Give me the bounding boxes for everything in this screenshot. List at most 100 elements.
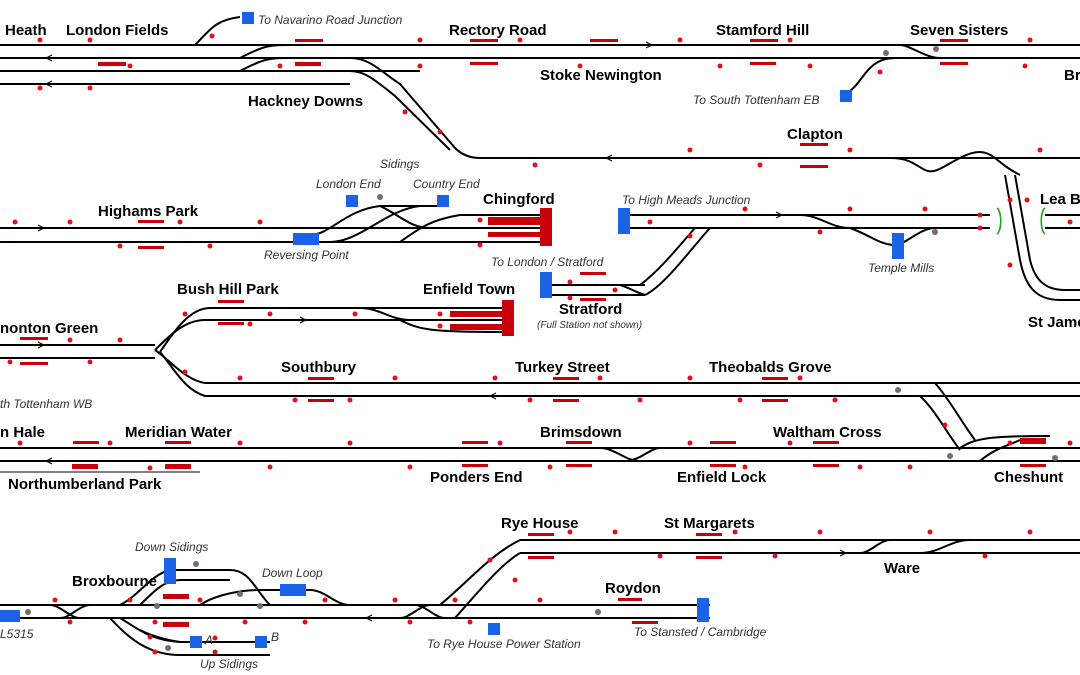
block-marker (293, 233, 319, 245)
platform (165, 441, 191, 444)
row-hackney-tracks (0, 16, 1080, 176)
block-marker (488, 623, 500, 635)
note-sidings: Sidings (380, 157, 419, 171)
block-marker (255, 636, 267, 648)
platform (163, 594, 189, 599)
station-meridian-water: Meridian Water (125, 424, 232, 441)
platform (488, 232, 540, 237)
platform (762, 399, 788, 402)
platform (750, 39, 778, 42)
platform (462, 464, 488, 467)
station-lea-bridge: Lea B (1040, 191, 1080, 208)
station-bush-hill-park: Bush Hill Park (177, 281, 279, 298)
station-chingford: Chingford (483, 191, 555, 208)
platforms (20, 39, 1046, 627)
block-marker (242, 12, 254, 24)
station-southbury: Southbury (281, 359, 357, 376)
platform (580, 298, 606, 301)
platform (72, 464, 98, 469)
station-st-james: St James (1028, 314, 1080, 331)
station-edmonton-green: nonton Green (0, 320, 98, 337)
block-marker (540, 272, 552, 298)
platform (20, 337, 48, 340)
block-marker (437, 195, 449, 207)
note-up-sidings: Up Sidings (200, 657, 258, 671)
platform (762, 377, 788, 380)
block-marker (346, 195, 358, 207)
platform (450, 311, 502, 317)
note-south-tottenham-eb: To South Tottenham EB (693, 93, 820, 107)
station-br: Br (1064, 67, 1080, 84)
station-stamford-hill: Stamford Hill (716, 22, 809, 39)
platform (528, 533, 554, 536)
station-clapton: Clapton (787, 126, 843, 143)
station-broxbourne: Broxbourne (72, 573, 157, 590)
station-stoke-newington: Stoke Newington (540, 67, 662, 84)
platform (632, 621, 658, 624)
block-marker (840, 90, 852, 102)
platform (20, 362, 48, 365)
block-marker (190, 636, 202, 648)
platform (528, 556, 554, 559)
platform (696, 533, 722, 536)
platform (553, 377, 579, 380)
platform (138, 220, 164, 223)
platform (163, 622, 189, 627)
platform (540, 208, 552, 246)
note-down-sidings: Down Sidings (135, 540, 208, 554)
station-rye-house: Rye House (501, 515, 579, 532)
note-full-station: (Full Station not shown) (537, 320, 642, 331)
station-st-margarets: St Margarets (664, 515, 755, 532)
platform (696, 556, 722, 559)
platform (98, 62, 126, 66)
note-reversing-point: Reversing Point (264, 248, 349, 262)
note-down-loop: Down Loop (262, 566, 323, 580)
station-enfield-lock: Enfield Lock (677, 469, 767, 486)
direction-arrows (37, 41, 848, 622)
platform (308, 377, 334, 380)
note-rye-house-ps: To Rye House Power Station (427, 637, 581, 651)
platform (1020, 438, 1046, 444)
station-labels: Heath London Fields Rectory Road Stamfor… (0, 22, 1080, 597)
station-rectory-road: Rectory Road (449, 22, 547, 39)
station-enfield-town: Enfield Town (423, 281, 515, 298)
platform (218, 322, 244, 325)
note-south-tottenham-wb: th Tottenham WB (0, 397, 92, 411)
platform (462, 441, 488, 444)
block-marker (164, 558, 176, 584)
block-marker (280, 584, 306, 596)
station-ware: Ware (884, 560, 920, 577)
platform (813, 441, 839, 444)
platform (800, 165, 828, 168)
platform (750, 62, 776, 65)
note-stansted: To Stansted / Cambridge (634, 625, 767, 639)
row-chingford-tracks (0, 174, 1080, 301)
signals (7, 33, 1073, 655)
annotation-labels: To Navarino Road Junction To South Totte… (0, 13, 934, 671)
block-marker (618, 208, 630, 234)
note-siding-b: B (271, 630, 279, 644)
platform (580, 272, 606, 275)
platform (450, 324, 502, 330)
platform (940, 39, 968, 42)
station-ponders-end: Ponders End (430, 469, 523, 486)
note-to-london-stratford: To London / Stratford (491, 255, 604, 269)
platform (502, 300, 514, 336)
note-london-end: London End (316, 177, 381, 191)
station-theobalds-grove: Theobalds Grove (709, 359, 832, 376)
platform (165, 464, 191, 469)
block-marker (697, 598, 709, 622)
platform (295, 39, 323, 42)
station-turkey-street: Turkey Street (515, 359, 610, 376)
shunt-signals (25, 46, 1058, 651)
block-marker (0, 610, 20, 622)
note-high-meads: To High Meads Junction (622, 193, 751, 207)
station-london-fields: London Fields (66, 22, 169, 39)
platform (940, 62, 968, 65)
block-marker (892, 233, 904, 259)
platform (553, 399, 579, 402)
station-cheshunt: Cheshunt (994, 469, 1063, 486)
platform (813, 464, 839, 467)
station-waltham-cross: Waltham Cross (773, 424, 882, 441)
